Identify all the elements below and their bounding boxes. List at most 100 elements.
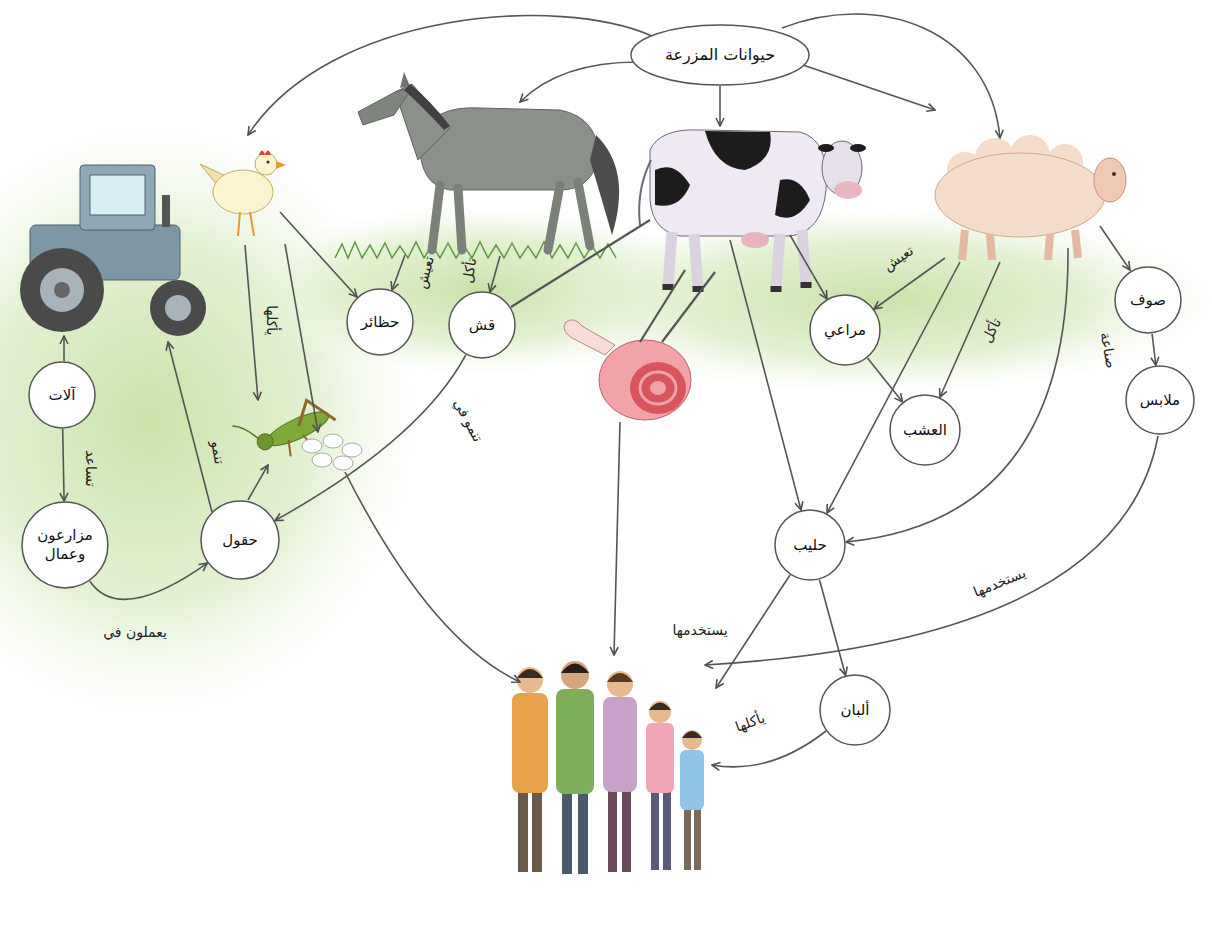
- cow: [775, 179, 810, 218]
- node-border: [449, 292, 515, 358]
- circle-node: حظائر: [346, 288, 414, 356]
- grass-tufts: [335, 242, 616, 258]
- node-border: [775, 510, 845, 580]
- meat: [564, 320, 615, 355]
- edge-label: يعملون في: [103, 624, 167, 641]
- family: [603, 697, 637, 792]
- node-text: حظائر: [361, 313, 400, 332]
- family: [561, 661, 589, 689]
- eggs: [333, 456, 353, 470]
- node-text: صوف: [1130, 291, 1166, 310]
- family: [578, 792, 588, 874]
- sheep: [1075, 230, 1078, 258]
- leader-line: [245, 245, 258, 400]
- connection-label: تأكل: [460, 256, 481, 284]
- cow: [705, 131, 771, 170]
- cow: [850, 144, 866, 152]
- node-text-group: حقول: [222, 531, 258, 550]
- family: [651, 790, 659, 870]
- circle-node: صوف: [1114, 266, 1182, 334]
- node-text-group: مزارعون وعمال: [32, 526, 98, 564]
- node-text: مزارعون وعمال: [32, 526, 98, 564]
- chicken: [276, 161, 286, 169]
- node-text: قش: [469, 316, 495, 335]
- node-text: حقول: [222, 531, 258, 550]
- meat: [564, 320, 691, 420]
- node-text-group: حليب: [793, 536, 827, 555]
- node-border: [347, 289, 413, 355]
- family: [694, 806, 701, 870]
- node-text-group: ملابس: [1140, 391, 1180, 410]
- node-text-group: ألبان: [841, 701, 870, 720]
- cow: [834, 181, 862, 199]
- node-border: [631, 25, 809, 85]
- cow: [639, 160, 651, 225]
- meat: [650, 381, 666, 395]
- leader-line: [63, 336, 65, 361]
- leader-line: [800, 64, 935, 110]
- tractor: [90, 175, 145, 215]
- horse: [358, 72, 619, 250]
- horse: [458, 188, 462, 250]
- leader-line: [712, 731, 826, 767]
- leader-line: [705, 436, 1158, 665]
- leader-line: [520, 62, 638, 102]
- node-text: ملابس: [1140, 391, 1180, 410]
- sheep: [962, 230, 965, 260]
- tractor: [165, 295, 191, 321]
- family: [646, 723, 674, 793]
- node-text-group: حيوانات المزرعة: [665, 45, 775, 65]
- connector: [275, 355, 466, 521]
- node-text: العشب: [903, 421, 947, 440]
- eggs: [302, 439, 322, 453]
- chicken: [259, 151, 271, 156]
- cow: [771, 286, 782, 292]
- ellipse-node: حيوانات المزرعة: [630, 24, 810, 86]
- chicken: [213, 170, 273, 214]
- cow: [694, 234, 698, 288]
- node-border: [820, 675, 890, 745]
- family: [682, 731, 702, 738]
- leader-line: [790, 235, 827, 299]
- family: [680, 750, 704, 810]
- edge-label: تساعد: [82, 450, 99, 486]
- chicken: [200, 151, 286, 237]
- family: [517, 669, 543, 678]
- node-text: ألبان: [841, 701, 870, 720]
- family: [663, 790, 671, 870]
- horse: [358, 88, 412, 125]
- circle-node: حليب: [774, 509, 846, 581]
- cow: [668, 232, 672, 286]
- connection-label: تنمو: [208, 439, 229, 465]
- circle-node: مراعي: [809, 294, 881, 366]
- cow: [655, 167, 690, 206]
- cow: [668, 282, 806, 292]
- node-text: حليب: [793, 536, 827, 555]
- green-ground: [0, 120, 1212, 720]
- connection-label: يستخدمها: [971, 564, 1028, 600]
- meat: [630, 362, 686, 414]
- chicken: [266, 160, 269, 163]
- family: [607, 673, 633, 682]
- node-text: آلات: [49, 386, 76, 405]
- grass-tufts: [335, 242, 616, 258]
- node-text: مراعي: [824, 321, 866, 340]
- cow: [801, 282, 812, 288]
- cow: [650, 130, 827, 236]
- leader-line: [640, 270, 685, 342]
- chicken: [255, 153, 277, 175]
- node-text-group: حظائر: [361, 313, 400, 332]
- connection-label: تأكل: [979, 315, 1006, 345]
- circle-node: ملابس: [1125, 365, 1195, 435]
- leader-line: [490, 256, 500, 292]
- family: [512, 661, 704, 874]
- connection-label: يستخدمها: [672, 622, 727, 639]
- node-text-group: قش: [469, 316, 495, 335]
- connection-label: يأكلها: [733, 709, 767, 735]
- node-border: [890, 395, 960, 465]
- circle-node: العشب: [889, 394, 961, 466]
